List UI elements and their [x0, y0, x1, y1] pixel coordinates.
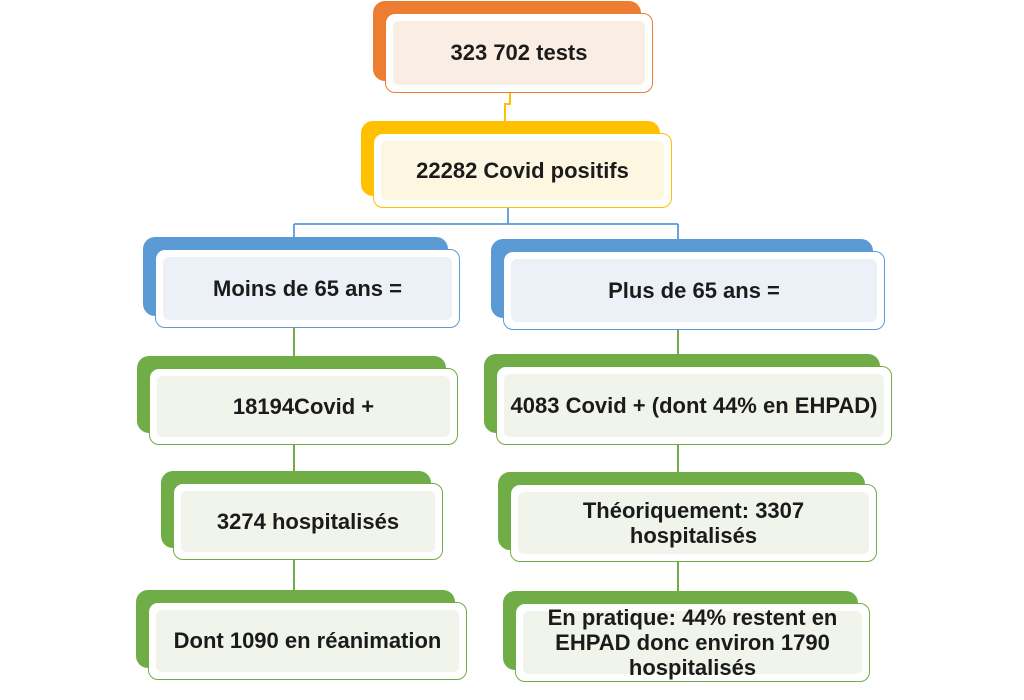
node-over-65-pratique-card: En pratique: 44% restent en EHPAD donc e… [515, 603, 870, 682]
node-over-65-header-card: Plus de 65 ans = [503, 251, 885, 330]
node-total-tests: 323 702 tests [373, 1, 653, 93]
node-covid-positifs-card: 22282 Covid positifs [373, 133, 672, 208]
node-under-65-header: Moins de 65 ans = [143, 237, 460, 328]
node-covid-positifs: 22282 Covid positifs [361, 121, 672, 208]
node-total-tests-card: 323 702 tests [385, 13, 653, 93]
node-under-65-reanimation-card: Dont 1090 en réanimation [148, 602, 467, 680]
node-under-65-covid-label: 18194Covid + [157, 376, 450, 437]
node-over-65-header: Plus de 65 ans = [491, 239, 885, 330]
node-under-65-hospitalises: 3274 hospitalisés [161, 471, 443, 560]
connector-positifs-split [293, 208, 679, 253]
node-under-65-hospitalises-label: 3274 hospitalisés [181, 491, 435, 552]
node-under-65-reanimation: Dont 1090 en réanimation [136, 590, 467, 680]
node-under-65-header-card: Moins de 65 ans = [155, 249, 460, 328]
node-over-65-pratique: En pratique: 44% restent en EHPAD donc e… [503, 591, 870, 682]
connector-tests-to-positifs [504, 93, 511, 122]
node-covid-positifs-label: 22282 Covid positifs [381, 141, 664, 200]
node-under-65-header-label: Moins de 65 ans = [163, 257, 452, 320]
node-under-65-covid-card: 18194Covid + [149, 368, 458, 445]
node-over-65-covid-card: 4083 Covid + (dont 44% en EHPAD) [496, 366, 892, 445]
node-over-65-theorique-card: Théoriquement: 3307 hospitalisés [510, 484, 877, 562]
node-over-65-pratique-label: En pratique: 44% restent en EHPAD donc e… [523, 605, 862, 680]
node-over-65-covid-label: 4083 Covid + (dont 44% en EHPAD) [504, 374, 884, 437]
node-under-65-hospitalises-card: 3274 hospitalisés [173, 483, 443, 560]
node-under-65-reanimation-label: Dont 1090 en réanimation [156, 610, 459, 672]
node-over-65-theorique-label: Théoriquement: 3307 hospitalisés [518, 492, 869, 554]
node-under-65-covid: 18194Covid + [137, 356, 458, 445]
node-over-65-theorique: Théoriquement: 3307 hospitalisés [498, 472, 877, 562]
node-total-tests-label: 323 702 tests [393, 21, 645, 85]
node-over-65-covid: 4083 Covid + (dont 44% en EHPAD) [484, 354, 892, 445]
node-over-65-header-label: Plus de 65 ans = [511, 259, 877, 322]
